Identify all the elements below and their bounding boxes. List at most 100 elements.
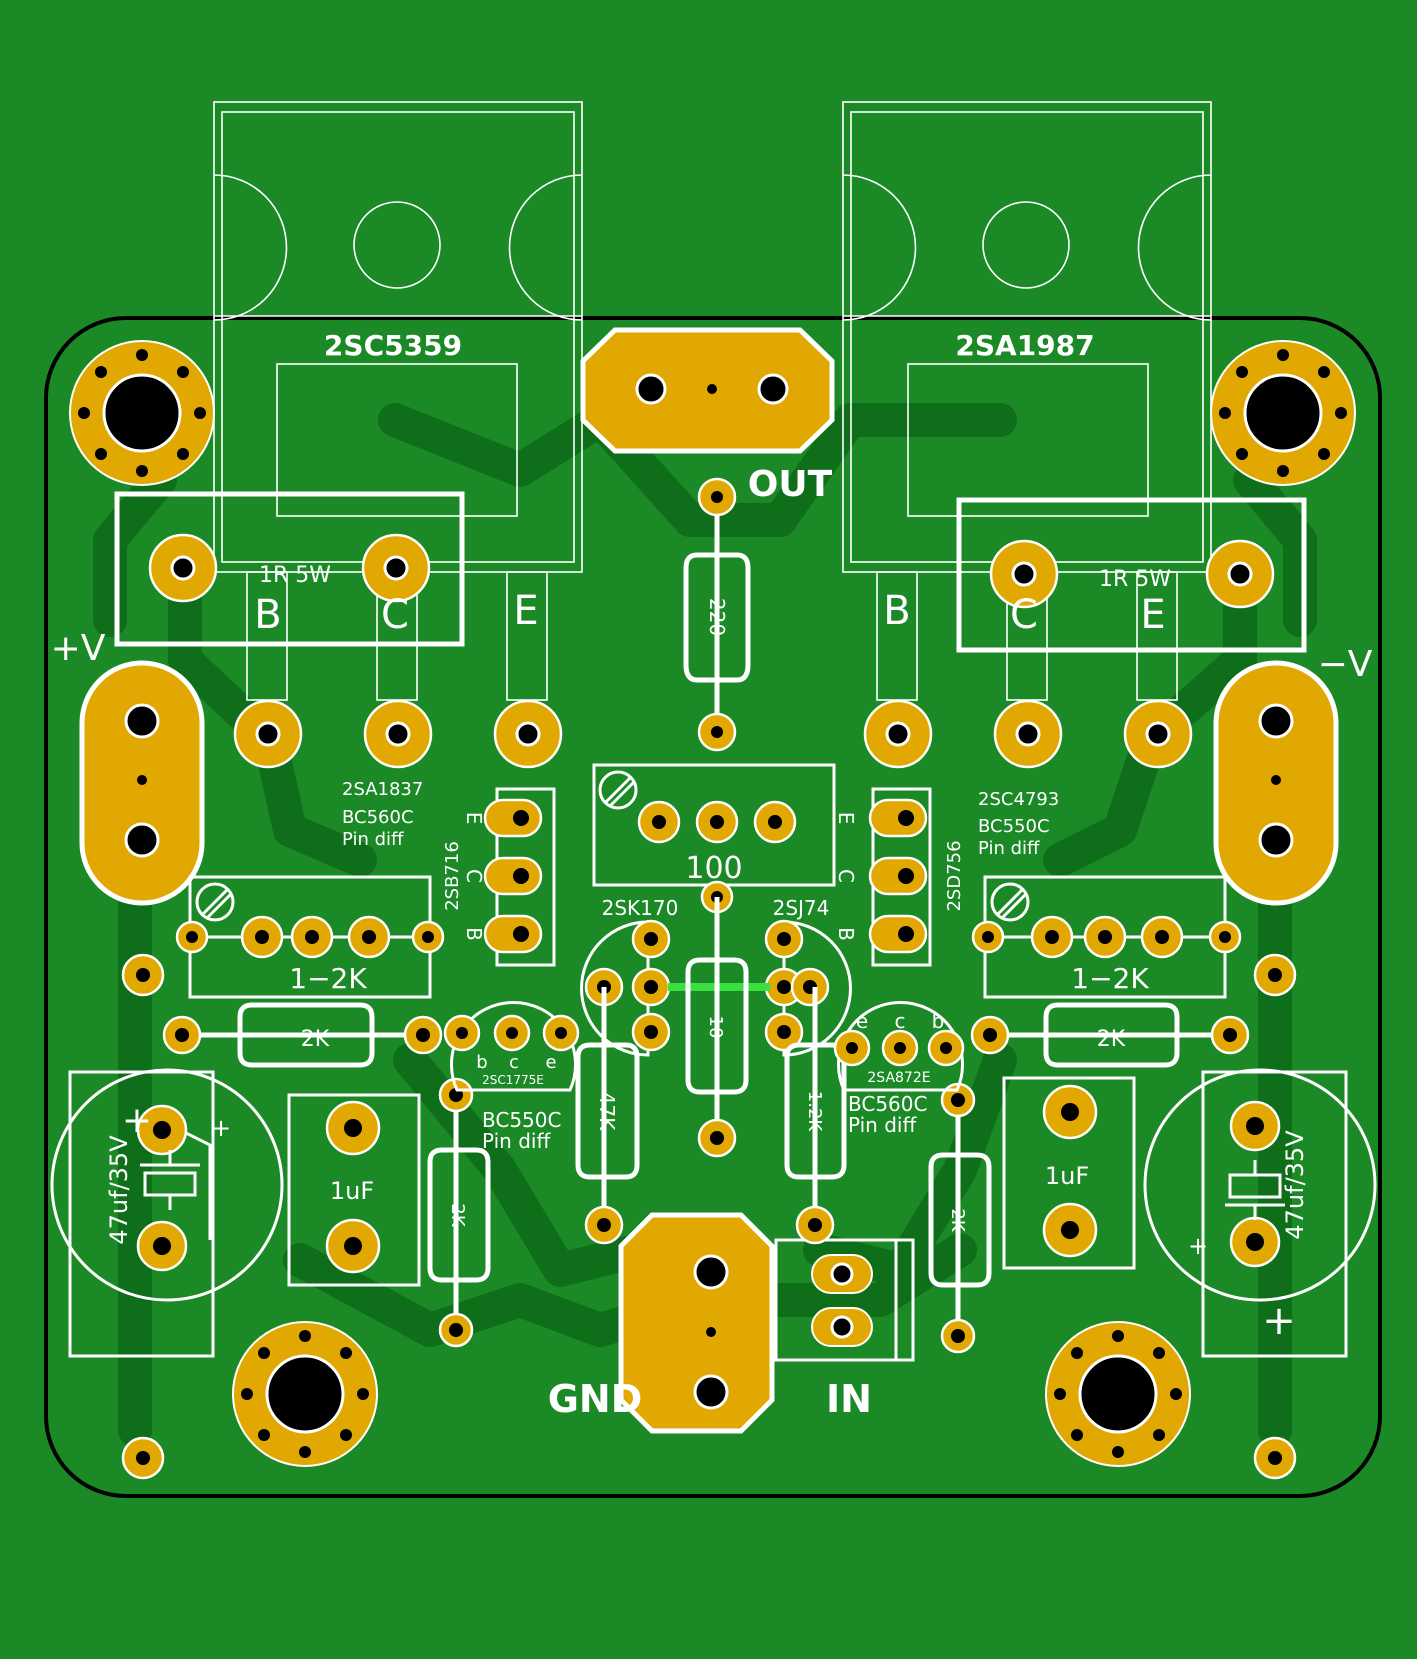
label-1r-5w-left: 1R 5W bbox=[259, 563, 331, 588]
mounting-hole-bottom-right bbox=[1045, 1321, 1191, 1467]
label-pin-b-left: B bbox=[254, 592, 281, 638]
driver-left bbox=[483, 787, 556, 967]
label-bc550c-small: BC550C bbox=[482, 1108, 561, 1132]
label-2k-vertical-right: 2K bbox=[947, 1208, 968, 1232]
label-bc560c-small: BC560C bbox=[848, 1092, 927, 1116]
left-power-resistor-outline bbox=[114, 491, 465, 647]
label-2sc1775e: 2SC1775E bbox=[482, 1073, 544, 1087]
label-2sa1987: 2SA1987 bbox=[955, 329, 1094, 362]
label-pin-diff-small-right: Pin diff bbox=[848, 1113, 917, 1137]
plus-v-connector[interactable] bbox=[79, 660, 205, 906]
label-bc560c-driver: BC560C bbox=[342, 807, 414, 828]
label-pin-diff-driver-left: Pin diff bbox=[342, 829, 404, 850]
label-2sc4793: 2SC4793 bbox=[978, 789, 1059, 810]
driver-right bbox=[868, 787, 932, 967]
trace-left-top bbox=[93, 463, 177, 637]
cap-film-left bbox=[287, 1093, 421, 1287]
mounting-hole-bottom-left bbox=[232, 1321, 378, 1467]
label-trimmer-right: 1−2K bbox=[1071, 962, 1149, 995]
label-2sk170: 2SK170 bbox=[602, 896, 679, 920]
resistor-2k-right bbox=[970, 1002, 1250, 1068]
label-1-2k: 1.2K bbox=[804, 1091, 825, 1133]
label-2k-right: 2K bbox=[1097, 1027, 1126, 1052]
label-pin-b-small-left: b bbox=[476, 1052, 487, 1073]
label-pin-e-small-right: e bbox=[856, 1009, 868, 1033]
cap-electrolytic-right bbox=[1143, 1068, 1377, 1358]
label-47k: 47K bbox=[595, 1092, 619, 1131]
board-outline bbox=[44, 316, 1382, 1498]
label-100: 100 bbox=[685, 851, 742, 886]
transistor-2sa872e bbox=[833, 1000, 965, 1092]
label-2sd756: 2SD756 bbox=[944, 840, 965, 911]
resistor-2k-left bbox=[162, 1002, 443, 1068]
label-10: 10 bbox=[705, 1016, 726, 1039]
mounting-hole-top-left bbox=[69, 340, 215, 486]
label-minus-v: −V bbox=[1318, 644, 1373, 685]
right-power-resistor-outline bbox=[956, 497, 1307, 653]
out-connector[interactable] bbox=[580, 327, 835, 454]
label-trimmer-left: 1−2K bbox=[289, 962, 367, 995]
label-47uf-right: 47uf/35V bbox=[1281, 1130, 1309, 1240]
trimmer-right[interactable] bbox=[971, 875, 1242, 999]
trace-bottom-bus bbox=[283, 1233, 977, 1347]
jfet-2sk170 bbox=[580, 919, 671, 1057]
label-in: IN bbox=[826, 1377, 872, 1421]
label-cap-plus-left: + bbox=[122, 1100, 152, 1141]
label-pin-e-left: E bbox=[513, 588, 538, 634]
label-pin-diff-small-left: Pin diff bbox=[482, 1129, 551, 1153]
trimmer-left[interactable] bbox=[175, 875, 445, 999]
label-220: 220 bbox=[705, 598, 729, 636]
cap-film-right bbox=[1002, 1076, 1136, 1270]
label-pin-b-small-right: b bbox=[932, 1009, 945, 1033]
label-pin-c-driver-left: C bbox=[462, 869, 486, 883]
label-pin-c-left: C bbox=[381, 592, 409, 638]
label-bc550c-driver: BC550C bbox=[978, 816, 1050, 837]
label-2sc5359: 2SC5359 bbox=[324, 329, 462, 362]
label-2k-vertical-left: 2K bbox=[447, 1203, 468, 1227]
label-pin-b-driver-left: B bbox=[462, 927, 486, 941]
label-2k-left: 2K bbox=[301, 1027, 330, 1052]
trace-top-bus bbox=[378, 403, 1017, 537]
resistor-220 bbox=[683, 477, 751, 752]
resistor-10 bbox=[685, 897, 749, 1158]
label-pin-e-driver-right: E bbox=[834, 812, 858, 825]
label-1uf-right: 1uF bbox=[1045, 1162, 1089, 1190]
label-2sj74: 2SJ74 bbox=[773, 896, 830, 920]
label-pin-c-small-right: c bbox=[895, 1009, 906, 1033]
label-cap-plus-right: + bbox=[1262, 1298, 1296, 1344]
label-1uf-left: 1uF bbox=[330, 1177, 374, 1205]
resistor-47k bbox=[575, 987, 640, 1245]
label-2sa872e: 2SA872E bbox=[867, 1070, 930, 1086]
label-pin-e-right: E bbox=[1140, 592, 1165, 638]
trimmer-100[interactable] bbox=[592, 763, 836, 887]
label-pin-c-right: C bbox=[1010, 592, 1038, 638]
jfet-2sj74 bbox=[764, 919, 852, 1057]
label-pin-e-small-left: e bbox=[545, 1052, 556, 1073]
resistor-1-2k bbox=[784, 987, 847, 1245]
minus-v-connector[interactable] bbox=[1213, 660, 1339, 906]
label-pin-b-right: B bbox=[883, 588, 910, 634]
in-connector[interactable] bbox=[774, 1238, 915, 1362]
mounting-hole-top-right bbox=[1210, 340, 1356, 486]
label-cap-plus-left-small: + bbox=[211, 1114, 231, 1142]
cap-electrolytic-left bbox=[50, 1068, 284, 1358]
resistor-2k-vertical-right bbox=[928, 1082, 992, 1354]
transistor-2sc1775e bbox=[443, 1000, 580, 1092]
output-pads bbox=[148, 533, 1275, 769]
label-pin-e-driver-left: E bbox=[462, 812, 486, 825]
label-plus-v: +V bbox=[51, 628, 106, 669]
label-47uf-left: 47uf/35V bbox=[105, 1135, 133, 1245]
misc-pads bbox=[121, 880, 1297, 1480]
label-2sa1837: 2SA1837 bbox=[342, 779, 423, 800]
label-2sb716: 2SB716 bbox=[442, 841, 463, 911]
resistor-2k-vertical-left bbox=[427, 1077, 491, 1348]
label-cap-plus-right-small: + bbox=[1188, 1232, 1208, 1260]
label-out: OUT bbox=[748, 464, 833, 505]
label-pin-c-small-left: c bbox=[509, 1052, 519, 1073]
silkscreen-labels: 2SC5359 2SA1987 1R 5W 1R 5W B C E B C E … bbox=[51, 329, 1373, 1421]
label-gnd: GND bbox=[548, 1377, 643, 1421]
gnd-connector[interactable] bbox=[618, 1212, 775, 1434]
label-pin-c-driver-right: C bbox=[834, 869, 858, 883]
